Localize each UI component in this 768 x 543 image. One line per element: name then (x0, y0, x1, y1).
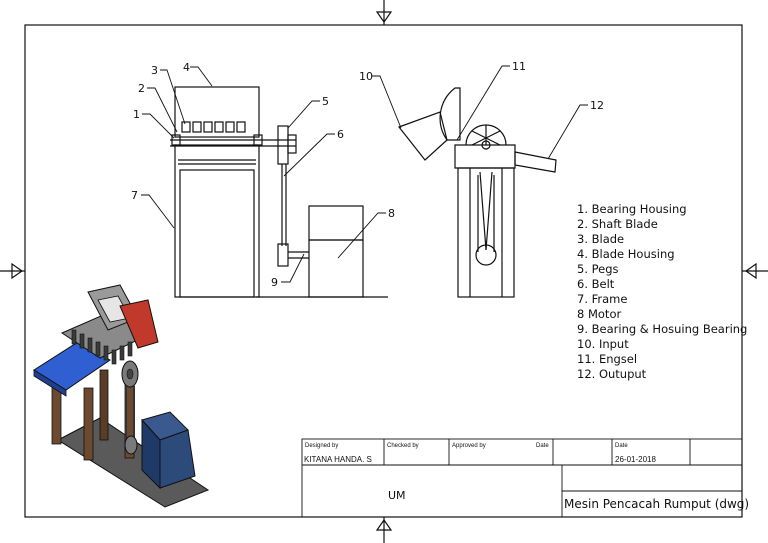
center-mark-top (375, 0, 393, 25)
frame (174, 144, 260, 298)
legend-item-8: 8 Motor (577, 307, 621, 321)
designed-by-label: Designed by (305, 443, 338, 449)
hinge-lid (439, 87, 461, 141)
iso-leg-3 (99, 369, 109, 441)
date-label: Date (615, 443, 628, 449)
iso-motor-side (159, 429, 196, 489)
pulley-upper (277, 125, 289, 165)
blade-housing (174, 86, 260, 138)
title-block: Designed by Checked by Approved by Date … (301, 438, 749, 518)
center-mark-left (0, 262, 25, 280)
leader-lines (141, 65, 588, 283)
side-view (398, 87, 557, 298)
parts-legend: 1. Bearing Housing 2. Shaft Blade 3. Bla… (577, 202, 747, 381)
frame-opening (179, 169, 255, 298)
legend-item-1: 1. Bearing Housing (577, 202, 687, 216)
leader-number-8: 8 (388, 207, 395, 220)
side-frame (457, 167, 515, 298)
leader-number-9: 9 (271, 276, 278, 289)
iso-pulley-lower (124, 435, 138, 455)
legend-item-12: 12. Outuput (577, 367, 647, 381)
checked-by-label: Checked by (387, 443, 419, 449)
iso-red-lid (119, 299, 159, 349)
organization: UM (388, 489, 406, 502)
leader-number-7: 7 (131, 189, 138, 202)
leader-number-3: 3 (151, 64, 158, 77)
motor-lower (308, 239, 364, 298)
drawing-date: 26-01-2018 (615, 455, 656, 464)
legend-item-10: 10. Input (577, 337, 629, 351)
leader-number-5: 5 (322, 95, 329, 108)
leader-number-10: 10 (359, 70, 373, 83)
legend-item-6: 6. Belt (577, 277, 615, 291)
pulley-upper-hub (287, 134, 297, 154)
leader-number-11: 11 (512, 60, 526, 73)
leader-number-6: 6 (337, 128, 344, 141)
pulley-lower (277, 243, 289, 267)
center-mark-bottom (375, 517, 393, 543)
legend-item-9: 9. Bearing & Hosuing Bearing (577, 322, 747, 336)
isometric-view (33, 284, 210, 508)
iso-blades (71, 329, 133, 365)
legend-item-4: 4. Blade Housing (577, 247, 675, 261)
leader-number-2: 2 (138, 82, 145, 95)
legend-item-5: 5. Pegs (577, 262, 619, 276)
title-block-frame (301, 438, 743, 518)
side-lower-pulley (475, 244, 497, 266)
legend-item-3: 3. Blade (577, 232, 624, 246)
center-mark-right (742, 262, 768, 280)
legend-item-7: 7. Frame (577, 292, 627, 306)
legend-item-11: 11. Engsel (577, 352, 637, 366)
leader-number-4: 4 (183, 61, 190, 74)
cutter-housing (454, 144, 516, 169)
leader-number-1: 1 (133, 108, 140, 121)
legend-item-2: 2. Shaft Blade (577, 217, 658, 231)
approved-by-label: Approved by (452, 443, 486, 449)
drawing-title: Mesin Pencacah Rumput (dwg) (564, 497, 749, 511)
blades (181, 121, 246, 133)
leader-numbers: 1 2 3 4 5 6 7 8 9 10 11 12 (131, 60, 604, 289)
date-label-approved: Date (536, 443, 549, 449)
motor-upper (308, 205, 364, 241)
front-view (170, 86, 388, 298)
designer-name: KITANA HANDA. S (304, 455, 372, 464)
leader-number-12: 12 (590, 99, 604, 112)
iso-leg-2 (83, 387, 94, 461)
output-chute (514, 151, 557, 173)
